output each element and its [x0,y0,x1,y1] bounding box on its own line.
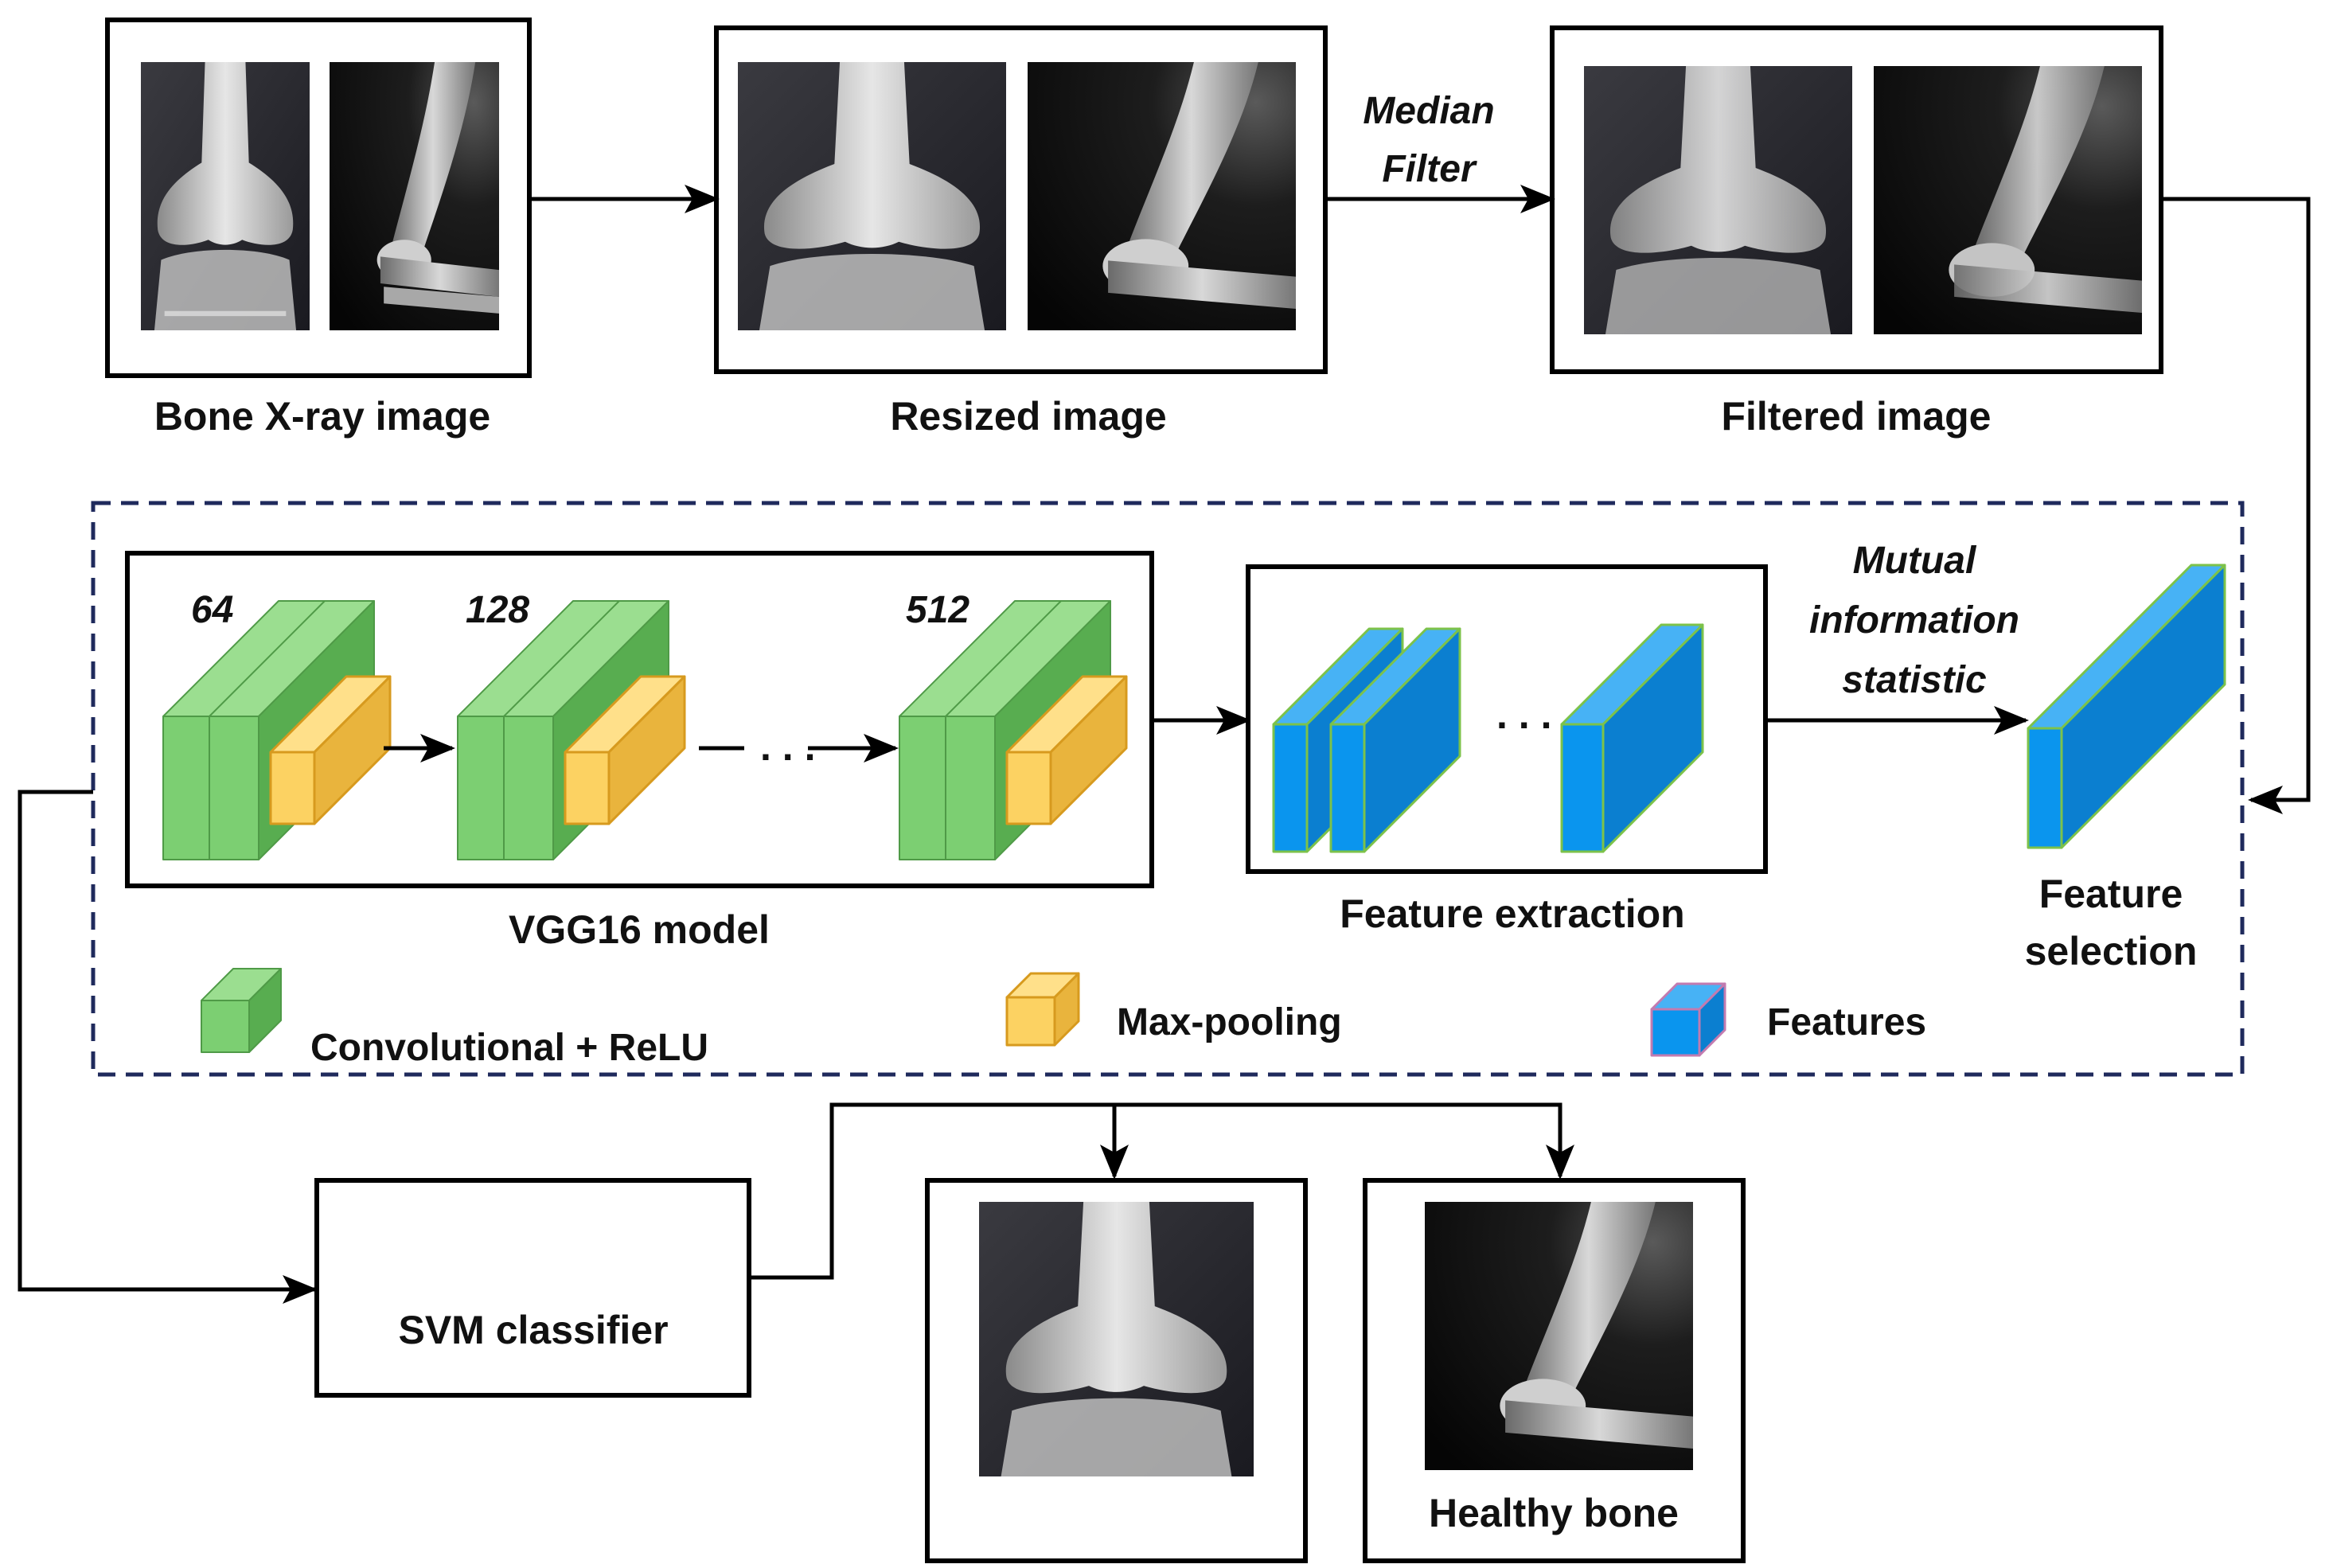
edge-region-to-svm [18,790,318,1304]
layer-512-label: 512 [906,589,969,631]
legend-conv-swatch [201,968,282,1053]
layer-128-label: 128 [466,589,529,631]
pool-layer-0 [269,675,392,825]
bone-xray-caption: Bone X-ray image [154,394,490,439]
feature-processing-region [91,501,2245,1077]
vgg16-node: 64 128 512 . . . VGG16 model [125,551,1154,952]
legend-features-swatch [1650,982,1726,1057]
knee-xray-image [141,62,310,330]
legend-conv-label: Convolutional + ReLU [310,1027,708,1069]
vgg16-layers [162,600,1128,860]
pool-layer-2 [1005,675,1128,825]
edge-filtered-to-selection [2161,197,2311,814]
legend-features-cube [1650,982,1726,1057]
healthy-caption: Healthy bone [1429,1491,1679,1535]
feature-extraction-node: . . . Feature extraction [1246,564,1768,936]
resized-knee-image [738,62,1006,330]
elbow-xray-image [330,62,499,330]
feature-map-3 [1560,623,1704,853]
median-filter-label-2: Filter [1382,148,1477,190]
filtered-elbow-image [1874,66,2142,334]
feature-ellipsis: . . . [1496,692,1551,737]
ellipsis-dots: . . . [760,724,815,769]
legend-conv-cube [201,968,282,1053]
layer-64-label: 64 [191,589,233,631]
feature-selection-node: Feature selection [2025,564,2226,973]
vgg16-caption: VGG16 model [509,907,770,952]
legend-features-label: Features [1767,1001,1926,1043]
filtered-caption: Filtered image [1722,394,1992,439]
pool-layer-1 [564,675,686,825]
legend-pool-cube [1005,972,1080,1047]
resized-node: Resized image [714,25,1328,439]
mutual-info-label-2: information [1809,599,2019,642]
svm-label: SVM classifier [398,1308,668,1352]
feature-extraction-caption: Feature extraction [1340,891,1684,936]
filtered-knee-image [1584,66,1852,334]
healthy-elbow-image [1425,1202,1693,1470]
mutual-info-label-3: statistic [1842,659,1986,701]
mutual-info-label-1: Mutual [1853,540,1977,582]
legend-pool-label: Max-pooling [1117,1001,1342,1043]
extracted-feature-maps [1272,623,1704,853]
edge-svm-to-healthy [749,1102,1574,1280]
feature-map-2 [1329,627,1461,853]
legend: Convolutional + ReLU Max-pooling Feature… [201,968,1926,1069]
fractured-output-node [925,1178,1308,1563]
healthy-output-node: Healthy bone [1363,1178,1746,1563]
feature-selection-caption-1: Feature [2039,872,2183,916]
resized-caption: Resized image [890,394,1166,439]
resized-elbow-image [1028,62,1296,330]
filtered-node: Filtered image [1550,25,2163,439]
legend-pool-swatch [1005,972,1080,1047]
feature-selection-caption-2: selection [2025,929,2198,973]
svm-node: SVM classifier [314,1178,751,1398]
median-filter-label-1: Median [1363,90,1494,132]
fractured-knee-image [979,1202,1254,1476]
bone-xray-node: Bone X-ray image [105,18,532,439]
selected-feature-map [2027,564,2226,849]
selected-feature-slab [2027,564,2226,849]
